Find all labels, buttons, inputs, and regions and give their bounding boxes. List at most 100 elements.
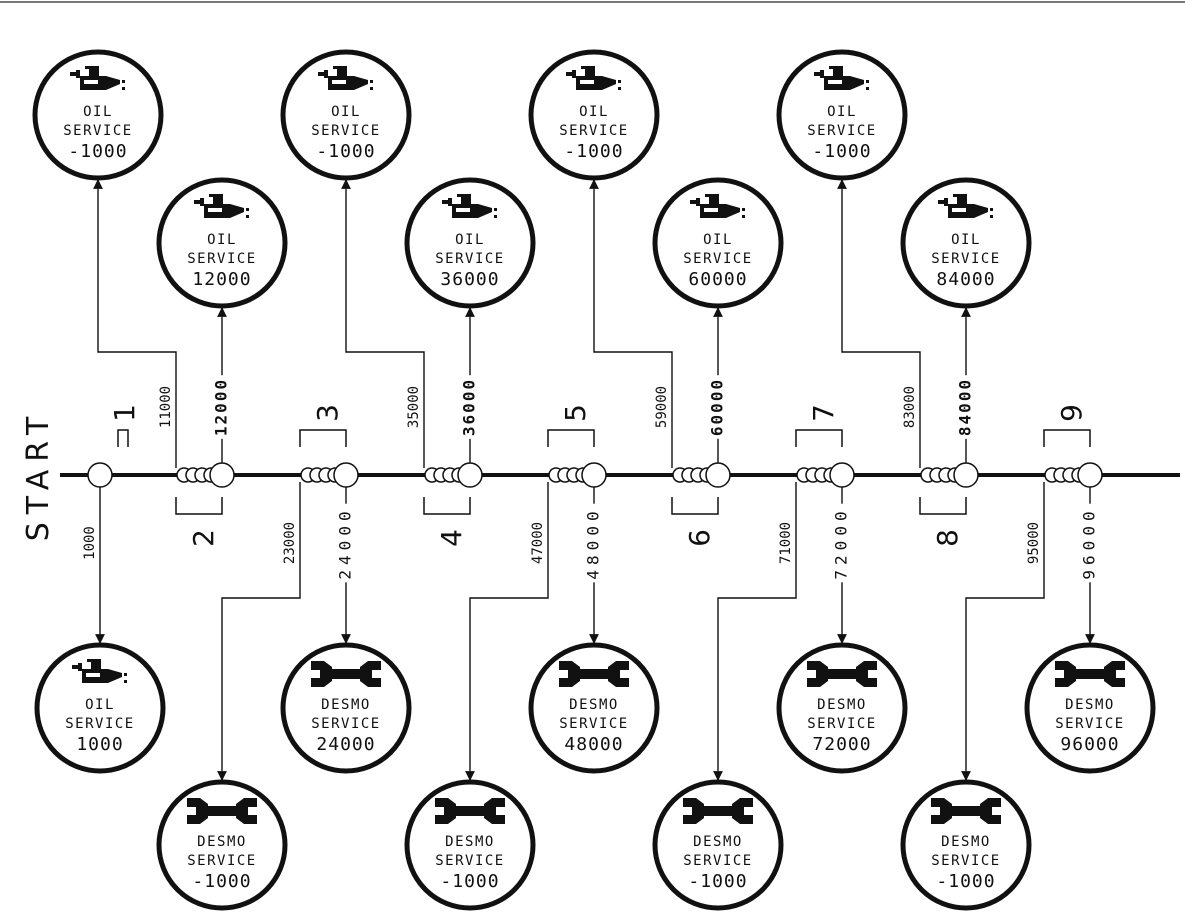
service-connector: 24000: [336, 487, 355, 644]
timeline-node: [457, 462, 483, 488]
badge-value: -1000: [936, 871, 995, 892]
badge-value: -1000: [688, 871, 747, 892]
badge-title: DESMO: [817, 697, 867, 713]
badge-subtitle: SERVICE: [435, 853, 505, 869]
service-connector: 60000: [708, 307, 727, 463]
stage-number: 4: [435, 529, 468, 547]
timeline-node-layer: [87, 462, 1103, 488]
service-connector: 36000: [460, 307, 479, 463]
badge-ring: [900, 177, 1032, 309]
label-background: [214, 375, 230, 439]
badge-value: -1000: [68, 141, 127, 162]
badge-value: 72000: [812, 734, 871, 755]
badge-title: DESMO: [1065, 697, 1115, 713]
label-background: [1082, 503, 1098, 583]
service-connector: 35000: [341, 179, 425, 468]
timeline-node: [581, 462, 607, 488]
mileage-label: 47000: [530, 522, 546, 564]
mileage-label: 12000: [212, 378, 231, 436]
badge-value: -1000: [564, 141, 623, 162]
service-connector: 23000: [217, 482, 301, 781]
connector-layer: 1000 11000 12000 23000 24000 35000 36000 47000 4…: [82, 179, 1099, 781]
mileage-label: 24000: [336, 506, 355, 579]
badge-subtitle: SERVICE: [807, 716, 877, 732]
service-connector: 96000: [1080, 487, 1099, 644]
badge-title: OIL: [951, 232, 981, 248]
badge-subtitle: SERVICE: [931, 853, 1001, 869]
label-background: [834, 503, 850, 583]
start-label: START: [21, 409, 56, 542]
badge-value: 84000: [936, 269, 995, 290]
service-connector: 84000: [956, 307, 975, 463]
stage-bracket: 8: [919, 497, 967, 547]
mileage-label: 23000: [282, 522, 298, 564]
badge-title: DESMO: [445, 834, 495, 850]
mileage-label: 36000: [460, 378, 479, 436]
badge-subtitle: SERVICE: [683, 853, 753, 869]
badge-title: OIL: [83, 104, 113, 120]
badge-value: -1000: [812, 141, 871, 162]
mileage-label: 83000: [902, 386, 918, 428]
stage-number: 2: [187, 529, 220, 547]
stage-bracket: 5: [547, 404, 595, 447]
service-connector: 11000: [93, 179, 177, 468]
mileage-label: 72000: [832, 506, 851, 579]
stage-number: 9: [1055, 404, 1088, 422]
timeline-node: [705, 462, 731, 488]
label-background: [710, 375, 726, 439]
desmo-service-badge: DESMO SERVICE 96000: [1024, 642, 1156, 774]
service-connector: 12000: [212, 307, 231, 463]
stage-number: 5: [559, 404, 592, 422]
badge-subtitle: SERVICE: [435, 251, 505, 267]
label-background: [958, 375, 974, 439]
label-background: [586, 503, 602, 583]
service-connector: 95000: [961, 482, 1045, 781]
badge-value: 24000: [316, 734, 375, 755]
badge-subtitle: SERVICE: [559, 716, 629, 732]
badge-title: OIL: [85, 697, 115, 713]
badge-subtitle: SERVICE: [931, 251, 1001, 267]
badge-value: -1000: [440, 871, 499, 892]
badge-ring: [280, 49, 412, 181]
badge-value: -1000: [192, 871, 251, 892]
badge-value: 12000: [192, 269, 251, 290]
stage-bracket: 2: [175, 497, 223, 547]
stage-bracket: 4: [423, 497, 471, 547]
stage-bracket: 7: [795, 404, 843, 447]
badge-value: 1000: [76, 734, 123, 755]
badge-value: 96000: [1060, 734, 1119, 755]
badge-subtitle: SERVICE: [63, 123, 133, 139]
stage-number: 8: [931, 529, 964, 547]
badge-value: 60000: [688, 269, 747, 290]
badge-ring: [404, 177, 536, 309]
badge-subtitle: SERVICE: [65, 716, 135, 732]
label-background: [462, 375, 478, 439]
badge-subtitle: SERVICE: [311, 123, 381, 139]
badge-value: -1000: [316, 141, 375, 162]
badge-subtitle: SERVICE: [311, 716, 381, 732]
stage-number: 7: [807, 404, 840, 422]
badge-ring: [156, 177, 288, 309]
mileage-label: 84000: [956, 378, 975, 436]
badge-title: OIL: [331, 104, 361, 120]
badge-subtitle: SERVICE: [1055, 716, 1125, 732]
service-connector: 1000: [82, 487, 105, 644]
mileage-label: 95000: [1026, 522, 1042, 564]
badge-title: OIL: [207, 232, 237, 248]
timeline-node: [209, 462, 235, 488]
mileage-label: 96000: [1080, 506, 1099, 579]
badge-ring: [652, 177, 784, 309]
stage-number: 6: [683, 529, 716, 547]
badge-value: 36000: [440, 269, 499, 290]
oil-service-badge: OIL SERVICE 1000: [34, 642, 166, 774]
badge-ring: [528, 49, 660, 181]
